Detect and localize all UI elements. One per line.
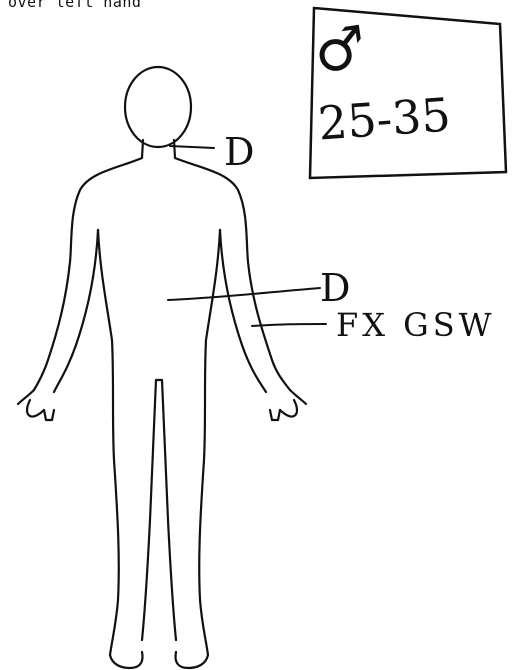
sex-symbol: ♂ xyxy=(310,13,371,88)
human-body-outline-icon xyxy=(18,67,306,668)
forearm-annotation-note: FX GSW xyxy=(336,306,496,344)
abdomen-annotation-code: D xyxy=(320,266,350,310)
age-range: 25-35 xyxy=(316,87,452,150)
neck-annotation-code: D xyxy=(224,130,254,174)
